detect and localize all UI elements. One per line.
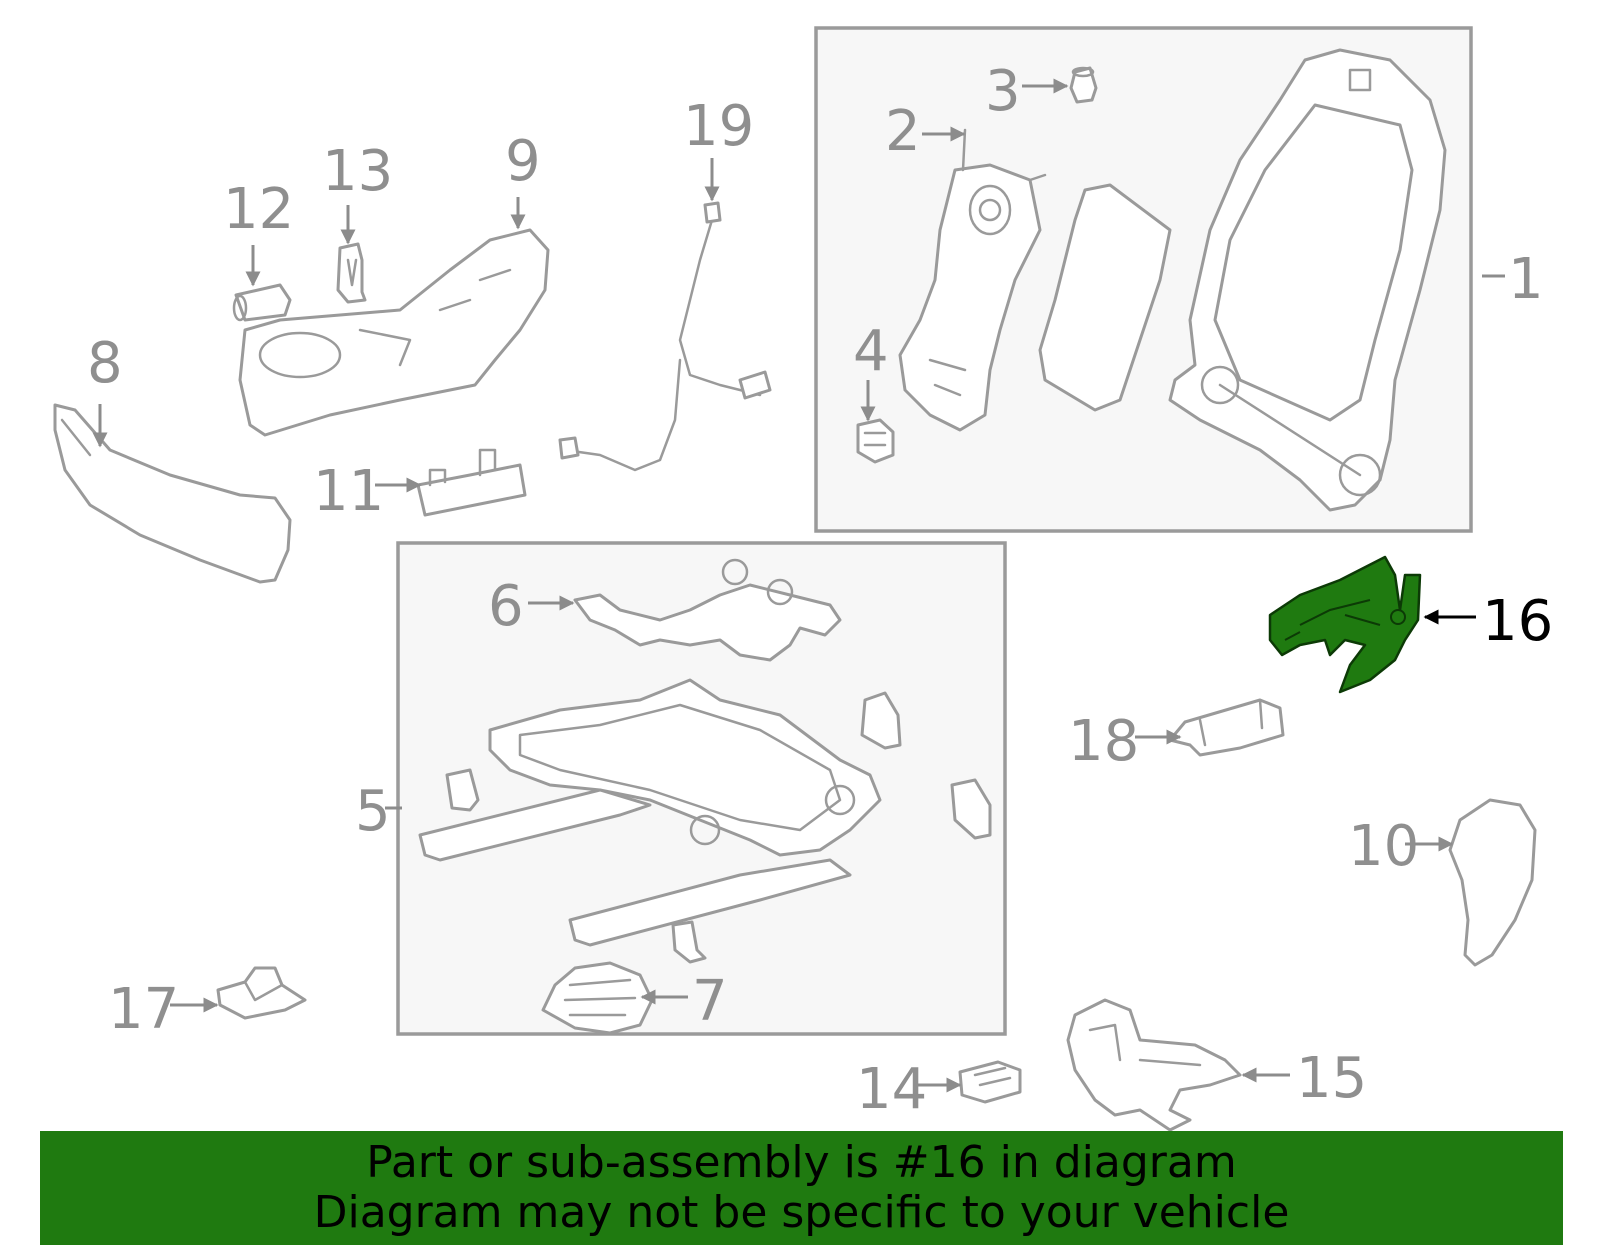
- callout-11: 11: [313, 459, 384, 524]
- cushion-bracket-right-lower: [950, 778, 992, 840]
- cushion-bracket-bottom: [671, 920, 707, 964]
- part-17-bracket: [216, 966, 307, 1020]
- cushion-bracket-left: [445, 768, 480, 812]
- part-7-housing: [541, 961, 654, 1035]
- callout-14: 14: [856, 1057, 927, 1122]
- banner-line-2: Diagram may not be specific to your vehi…: [313, 1187, 1290, 1238]
- callout-9: 9: [505, 129, 541, 194]
- part-13-knob: [336, 242, 367, 304]
- part-12-cap: [232, 283, 292, 322]
- callout-13: 13: [322, 139, 393, 204]
- callout-3: 3: [985, 59, 1021, 124]
- callout-16: 16: [1482, 589, 1553, 654]
- part-5-cushion-frame: [418, 678, 882, 947]
- part-14-block: [958, 1060, 1022, 1104]
- callout-15: 15: [1296, 1046, 1367, 1111]
- callout-2: 2: [885, 99, 921, 164]
- part-9-cushion-pan: [238, 228, 550, 437]
- part-2-side-bracket: [898, 128, 1047, 432]
- callout-5: 5: [355, 779, 391, 844]
- callout-19: 19: [683, 94, 754, 159]
- part-15-bracket: [1066, 998, 1242, 1132]
- part-3-clip: [1069, 66, 1098, 104]
- cushion-bracket-right-upper: [860, 691, 902, 750]
- seatback-pad: [1038, 183, 1172, 412]
- info-banner: Part or sub-assembly is #16 in diagram D…: [40, 1131, 1563, 1245]
- part-18-rail-cover: [1168, 698, 1285, 757]
- part-10-side-cover: [1448, 798, 1537, 967]
- banner-line-1: Part or sub-assembly is #16 in diagram: [366, 1137, 1237, 1188]
- callout-7: 7: [692, 969, 728, 1034]
- leader-arrows: [92, 78, 1505, 1093]
- callout-1: 1: [1508, 247, 1544, 312]
- callout-10: 10: [1348, 814, 1419, 879]
- part-16-highlighted-bracket: [1268, 555, 1422, 694]
- part-19-cable: [558, 201, 772, 472]
- part-6-rail-bracket: [573, 558, 842, 662]
- callout-8: 8: [87, 331, 123, 396]
- callout-4: 4: [853, 319, 889, 384]
- part-11-connector: [416, 448, 527, 517]
- callout-12: 12: [223, 177, 294, 242]
- part-1-seatback-frame: [1168, 48, 1447, 512]
- callout-6: 6: [488, 574, 524, 639]
- callout-17: 17: [108, 977, 179, 1042]
- callout-18: 18: [1068, 709, 1139, 774]
- part-8-trim-panel: [53, 403, 292, 584]
- part-4-clip: [856, 418, 895, 464]
